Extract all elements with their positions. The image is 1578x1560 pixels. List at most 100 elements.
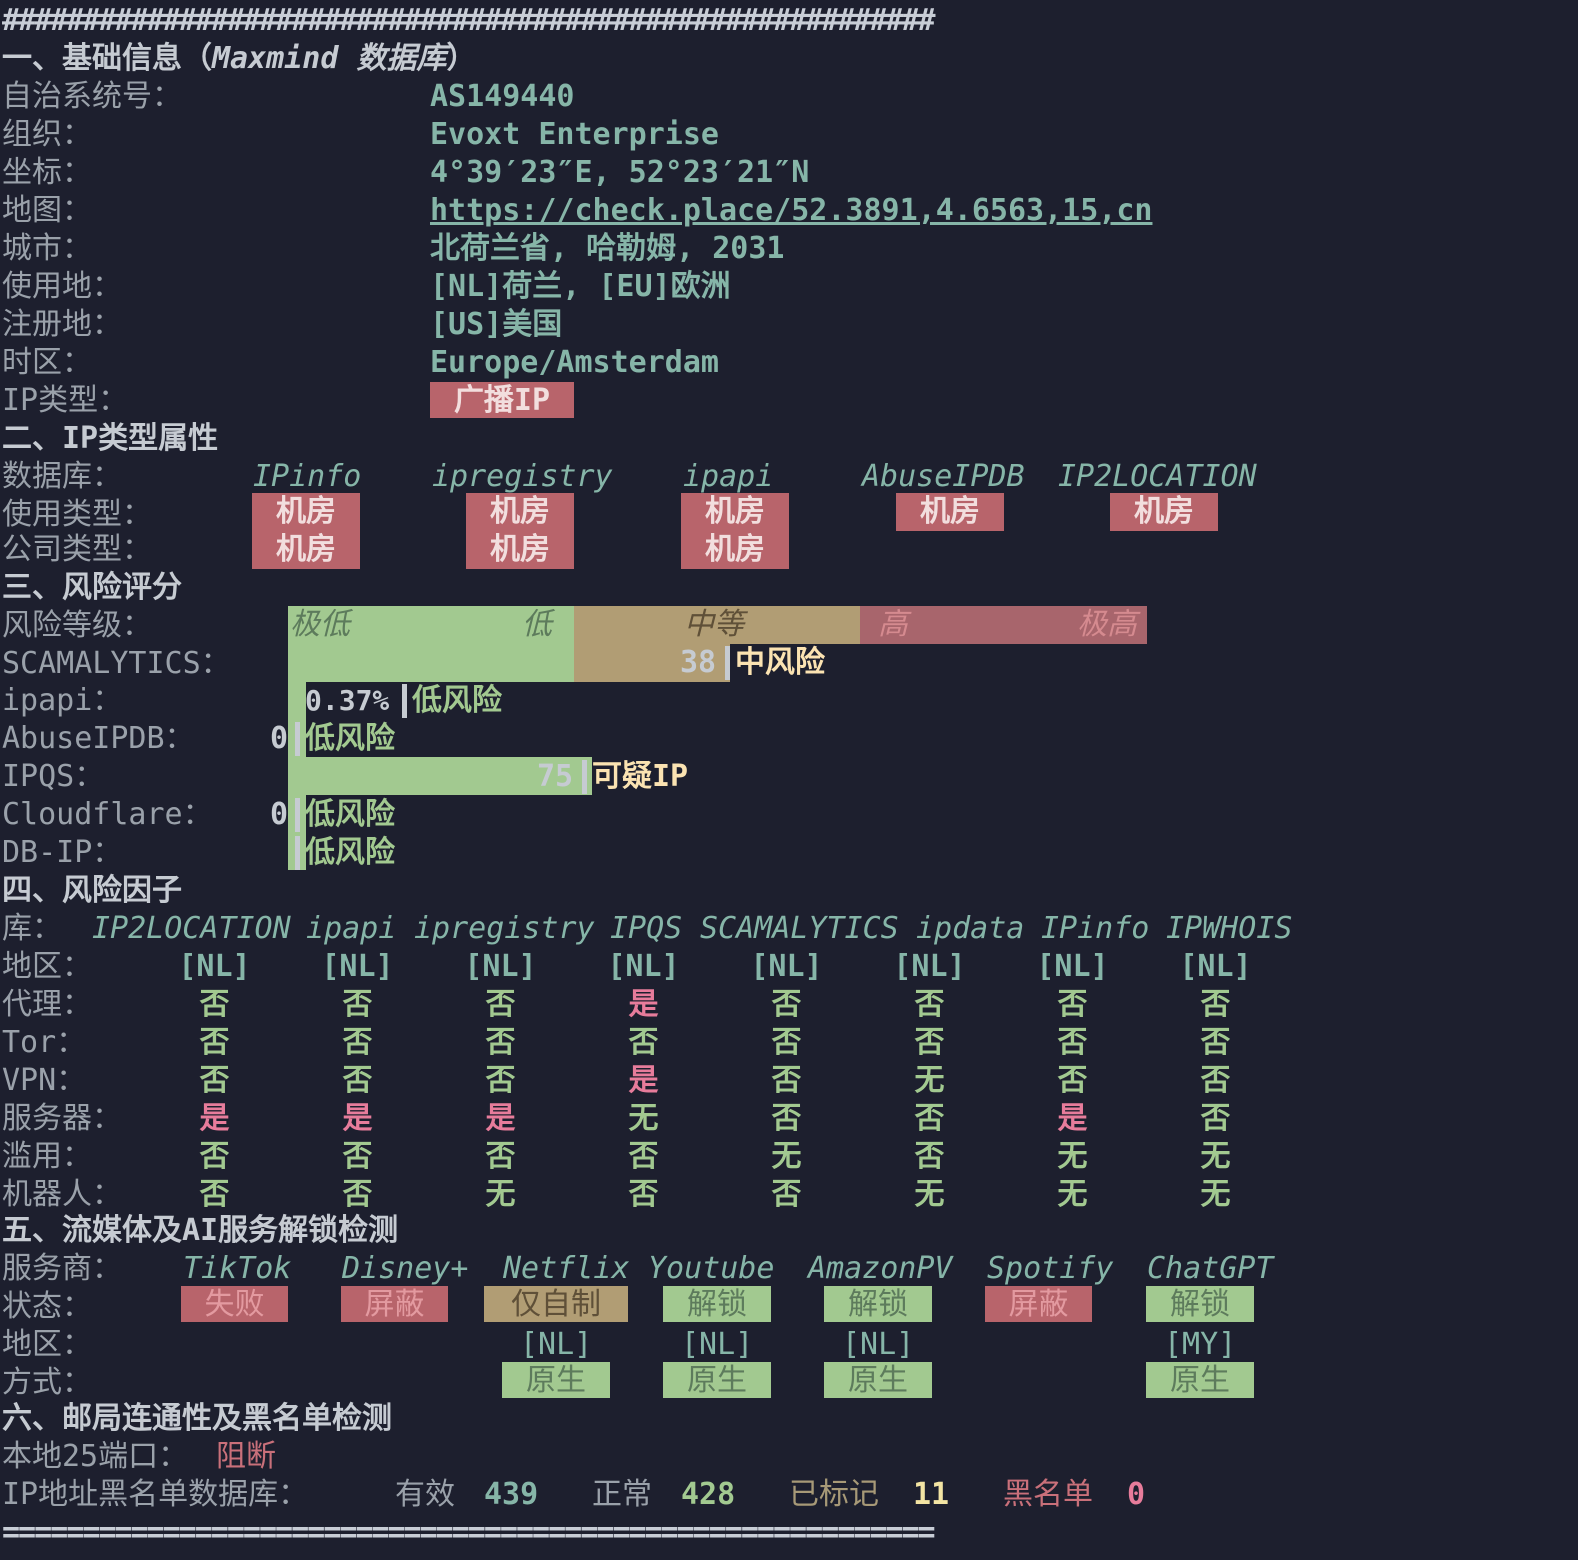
- normal-label: 正常: [592, 1477, 652, 1512]
- factor-cell: 否: [199, 1139, 230, 1174]
- factor-cell: 否: [1200, 1101, 1231, 1136]
- factor-cell: 否: [342, 1063, 373, 1098]
- factor-cell: 否: [1057, 1025, 1088, 1060]
- region-label: 地区：: [2, 1327, 92, 1362]
- usage-location-value: [NL]荷兰, [EU]欧洲: [430, 269, 731, 304]
- dbip-marker: [295, 836, 300, 870]
- ipapi-score: 0.37%: [305, 684, 390, 717]
- ipqs-score-label: IPQS：: [2, 759, 105, 794]
- port25-value: 阻断: [216, 1439, 276, 1474]
- factor-cell: 是: [485, 1101, 516, 1136]
- factor-cell: [NL]: [1036, 949, 1109, 984]
- lib-ip2location: IP2LOCATION: [92, 911, 291, 946]
- section3-title: 三、风险评分: [2, 570, 182, 605]
- factor-cell: 否: [199, 987, 230, 1022]
- registered-label: 注册地：: [2, 307, 122, 342]
- usage-ipregistry: 机房: [490, 494, 550, 529]
- youtube-method-badge: [663, 1362, 771, 1398]
- cloudflare-marker: [295, 798, 300, 832]
- asn-value: AS149440: [430, 79, 575, 114]
- cloudflare-score: 0: [270, 797, 289, 832]
- usage-location-label: 使用地：: [2, 269, 122, 304]
- factor-cell: 否: [771, 1025, 802, 1060]
- factor-cell: 无: [628, 1101, 659, 1136]
- timezone-value: Europe/Amsterdam: [430, 345, 719, 380]
- amazonpv-method: 原生: [848, 1363, 908, 1398]
- factor-cell: [NL]: [321, 949, 394, 984]
- separator-bottom: ========================================…: [2, 1515, 936, 1550]
- factor-cell: 否: [485, 1025, 516, 1060]
- provider-label: 服务商：: [2, 1251, 122, 1286]
- usage-ipinfo: 机房: [276, 494, 336, 529]
- risk-scale-high: 高: [878, 607, 908, 642]
- abuseipdb-score-label: AbuseIPDB：: [2, 721, 195, 756]
- factor-cell: 否: [485, 1139, 516, 1174]
- factor-cell: 否: [628, 1025, 659, 1060]
- factor-cell: 否: [342, 1139, 373, 1174]
- amazonpv-status: 解锁: [848, 1287, 908, 1322]
- scamalytics-label: SCAMALYTICS：: [2, 646, 231, 681]
- company-ipregistry: 机房: [490, 532, 550, 567]
- factor-cell: 否: [342, 1177, 373, 1212]
- section4-title: 四、风险因子: [2, 873, 182, 908]
- factor-cell: 无: [771, 1139, 802, 1174]
- ip-type-badge: [430, 382, 574, 418]
- blacklist-label: 黑名单: [1003, 1477, 1093, 1512]
- netflix-method-badge: [502, 1362, 610, 1398]
- marked-value: 11: [913, 1477, 950, 1512]
- chatgpt-status: 解锁: [1170, 1287, 1230, 1322]
- company-ipapi: 机房: [705, 532, 765, 567]
- ipqs-score: 75: [537, 759, 574, 794]
- factor-cell: 否: [199, 1177, 230, 1212]
- ip-type-value: 广播IP: [453, 383, 551, 418]
- ipinfo-type-badge: [252, 493, 360, 569]
- ipapi-verdict: 低风险: [412, 683, 502, 718]
- factor-cell: 否: [485, 987, 516, 1022]
- factor-cell: 否: [914, 1025, 945, 1060]
- chatgpt-method-badge: [1146, 1362, 1254, 1398]
- risk-scale-high-segment: [860, 606, 1147, 644]
- factor-cell: [NL]: [607, 949, 680, 984]
- db-ipapi: ipapi: [683, 459, 774, 494]
- service-youtube: Youtube: [648, 1251, 775, 1286]
- factor-cell: 否: [1057, 1063, 1088, 1098]
- ip-type-label: IP类型：: [2, 383, 129, 418]
- tiktok-status-badge: [181, 1286, 288, 1322]
- abuseipdb-type-badge: [896, 493, 1004, 531]
- youtube-status-badge: [663, 1286, 771, 1322]
- cloudflare-score-label: Cloudflare：: [2, 797, 213, 832]
- method-label: 方式：: [2, 1365, 92, 1400]
- scamalytics-score: 38: [680, 645, 717, 680]
- lib-ipqs: IPQS: [610, 911, 683, 946]
- separator-top: ########################################…: [2, 3, 936, 38]
- factor-cell: 是: [342, 1101, 373, 1136]
- risk-scale-very-low: 极低: [290, 607, 350, 642]
- factor-cell: [NL]: [178, 949, 251, 984]
- amazonpv-method-badge: [824, 1362, 932, 1398]
- service-netflix: Netflix: [503, 1251, 630, 1286]
- scamalytics-fill-mid: [574, 644, 730, 682]
- ipqs-verdict: 可疑IP: [592, 759, 689, 794]
- lib-ipdata: ipdata: [916, 911, 1025, 946]
- risk-scale-medium: 中等: [684, 607, 744, 642]
- ipapi-marker: [402, 684, 407, 718]
- netflix-status: 仅自制: [511, 1287, 601, 1322]
- dbip-score-label: DB-IP：: [2, 835, 123, 870]
- section5-title: 五、流媒体及AI服务解锁检测: [2, 1213, 399, 1248]
- factor-cell: 是: [628, 1063, 659, 1098]
- section1-title-db: Maxmind 数据库: [212, 41, 447, 76]
- factor-region-label: 地区：: [2, 949, 92, 984]
- coords-value: 4°39′23″E, 52°23′21″N: [430, 155, 810, 190]
- factor-cell: [NL]: [893, 949, 966, 984]
- factor-cell: 无: [914, 1063, 945, 1098]
- map-link[interactable]: https://check.place/52.3891,4.6563,15,cn: [430, 193, 1153, 228]
- youtube-method: 原生: [687, 1363, 747, 1398]
- factor-tor-label: Tor：: [2, 1025, 87, 1060]
- section1-title-prefix: 一、基础信息（: [2, 41, 212, 76]
- chatgpt-status-badge: [1146, 1286, 1254, 1322]
- factor-server-label: 服务器：: [2, 1101, 122, 1136]
- section6-title: 六、邮局连通性及黑名单检测: [2, 1401, 392, 1436]
- registered-value: [US]美国: [430, 307, 563, 342]
- netflix-method: 原生: [526, 1363, 586, 1398]
- factor-bot-label: 机器人：: [2, 1177, 122, 1212]
